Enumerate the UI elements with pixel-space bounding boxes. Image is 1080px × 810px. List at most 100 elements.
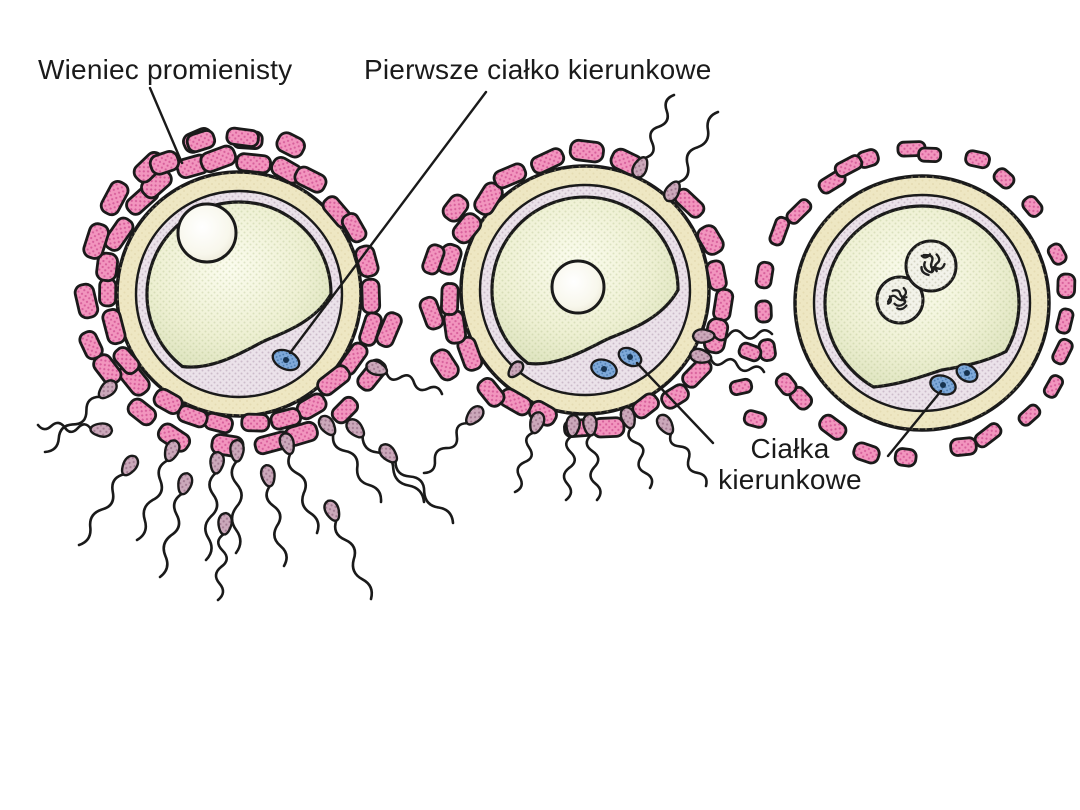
sperm-tail bbox=[43, 395, 102, 454]
corona-cell bbox=[73, 282, 100, 320]
label-polar-bodies: Ciałka kierunkowe bbox=[718, 433, 862, 496]
sperm-tail bbox=[712, 328, 774, 342]
corona-cell bbox=[1056, 272, 1077, 300]
sperm-head bbox=[120, 454, 140, 477]
sperm-head bbox=[177, 472, 194, 496]
sperm-head bbox=[229, 438, 245, 463]
sperm-cell bbox=[513, 411, 546, 494]
label-leader-line bbox=[148, 86, 184, 165]
corona-cell bbox=[818, 413, 848, 441]
corona-cell bbox=[1021, 195, 1044, 218]
sperm-head bbox=[689, 347, 713, 364]
sperm-tail bbox=[709, 357, 766, 374]
corona-cell bbox=[316, 364, 352, 397]
corona-cell bbox=[98, 277, 118, 308]
corona-cell bbox=[78, 330, 104, 361]
corona-cell bbox=[1042, 374, 1064, 399]
sperm-cell bbox=[77, 454, 140, 547]
corona-cell bbox=[269, 407, 302, 431]
sperm-head bbox=[278, 432, 295, 456]
sperm-cell bbox=[345, 418, 426, 504]
corona-cell bbox=[754, 260, 775, 290]
sperm-head bbox=[365, 359, 389, 377]
corona-cell bbox=[833, 154, 864, 178]
sperm-cell bbox=[158, 472, 194, 579]
corona-cell bbox=[199, 144, 237, 174]
sperm-cell bbox=[323, 499, 374, 601]
corona-cell bbox=[430, 348, 460, 382]
corona-cell bbox=[148, 149, 181, 176]
corona-cell bbox=[949, 436, 978, 457]
sperm-head bbox=[209, 450, 226, 475]
sperm-tail bbox=[513, 431, 536, 494]
sperm-head bbox=[582, 412, 598, 437]
corona-cell bbox=[893, 447, 918, 468]
corona-cell bbox=[275, 131, 306, 159]
sperm-cell bbox=[317, 414, 383, 504]
corona-cell bbox=[568, 138, 605, 164]
sperm-head bbox=[217, 511, 233, 536]
corona-cell bbox=[439, 282, 460, 316]
sperm-head bbox=[97, 379, 118, 400]
sperm-head bbox=[507, 360, 525, 379]
label-leader-line bbox=[288, 90, 488, 355]
sperm-head bbox=[465, 405, 485, 426]
corona-cell bbox=[1017, 403, 1042, 427]
sperm-head bbox=[323, 499, 341, 522]
sperm-tail bbox=[204, 471, 219, 562]
sperm-cell bbox=[691, 328, 774, 344]
sperm-tail bbox=[331, 432, 383, 504]
sperm-tail bbox=[627, 426, 654, 490]
corona-cell bbox=[293, 165, 328, 194]
egg-stage-1-sperm-contact bbox=[36, 126, 455, 602]
sperm-head bbox=[655, 413, 675, 436]
sperm-tail bbox=[214, 532, 229, 602]
sperm-cell bbox=[135, 439, 181, 542]
label-leader-line bbox=[635, 361, 715, 445]
sperm-tail bbox=[676, 110, 720, 184]
pronucleus bbox=[875, 275, 925, 325]
sperm-cell bbox=[582, 412, 602, 502]
sperm-tail bbox=[384, 370, 444, 396]
corona-cell bbox=[375, 311, 403, 349]
label-leader-line bbox=[886, 389, 943, 458]
sperm-tail bbox=[585, 433, 602, 502]
sperm-tail bbox=[135, 458, 170, 542]
sperm-cell bbox=[422, 405, 485, 475]
corona-cell bbox=[441, 193, 470, 223]
corona-cell bbox=[82, 222, 110, 260]
sperm-cell bbox=[259, 463, 288, 568]
sperm-tail bbox=[394, 459, 455, 525]
sperm-tail bbox=[287, 452, 320, 535]
corona-cell bbox=[185, 129, 217, 154]
sperm-head bbox=[89, 422, 114, 438]
corona-cell bbox=[421, 243, 446, 276]
ovum-nucleus bbox=[176, 202, 238, 264]
sperm-cell bbox=[365, 359, 444, 396]
egg-stage-3-pronuclei bbox=[728, 140, 1077, 468]
corona-cell bbox=[1046, 242, 1068, 266]
corona-cell bbox=[225, 126, 260, 148]
sperm-tail bbox=[158, 492, 184, 579]
corona-cell bbox=[103, 216, 135, 252]
sperm-tail bbox=[562, 434, 577, 502]
sperm-head bbox=[378, 443, 399, 464]
corona-cell bbox=[99, 179, 130, 217]
sperm-tail bbox=[265, 484, 288, 568]
sperm-head bbox=[259, 463, 276, 488]
sperm-head bbox=[662, 180, 681, 203]
sperm-tail bbox=[643, 93, 676, 160]
corona-cell bbox=[768, 215, 791, 247]
sperm-head bbox=[317, 414, 337, 437]
sperm-head bbox=[619, 406, 636, 430]
corona-cell bbox=[112, 346, 141, 376]
sperm-cell bbox=[689, 347, 766, 374]
corona-radiata bbox=[728, 140, 1077, 468]
label-corona-radiata: Wieniec promienisty bbox=[38, 54, 293, 85]
sperm-tail bbox=[422, 421, 470, 475]
corona-cell bbox=[340, 212, 368, 244]
sperm-cell bbox=[562, 413, 581, 502]
corona-cell bbox=[330, 395, 360, 425]
